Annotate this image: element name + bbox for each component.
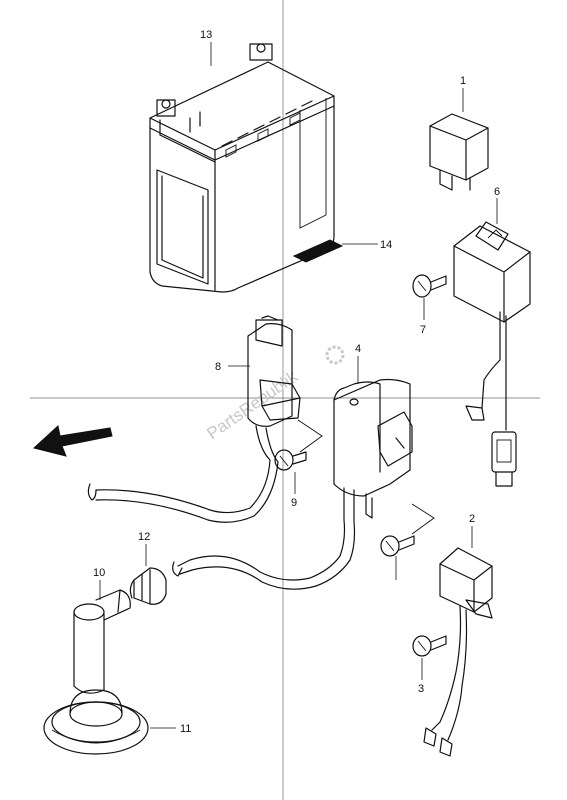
relay — [429, 113, 489, 191]
cdi-unit — [453, 221, 531, 487]
callout-4: 4 — [355, 343, 361, 355]
battery-terminal-pos — [156, 99, 176, 117]
callout-2: 2 — [469, 513, 475, 525]
callout-14: 14 — [380, 239, 392, 251]
noise-suppressor — [129, 567, 167, 605]
screw-9 — [274, 419, 323, 471]
plug-cover — [43, 689, 149, 755]
callout-7: 7 — [420, 324, 426, 336]
callout-1: 1 — [460, 75, 466, 87]
watermark-gear-icon — [325, 345, 345, 365]
battery-terminal-neg — [249, 43, 273, 61]
callout-6: 6 — [494, 186, 500, 198]
callout-11: 11 — [180, 723, 191, 735]
front-direction-arrow-icon — [32, 425, 113, 457]
regulator — [423, 547, 493, 757]
ignition-coil — [172, 378, 413, 590]
screw-3 — [412, 635, 447, 657]
spark-plug-cap — [73, 589, 131, 694]
leader-lines — [99, 42, 498, 729]
screw-coil — [380, 503, 435, 557]
callout-10: 10 — [93, 567, 105, 579]
watermark-text: PartsRepublik — [203, 367, 301, 444]
callout-12: 12 — [138, 531, 150, 543]
battery-pad — [292, 239, 344, 263]
screw-7 — [412, 274, 447, 298]
callout-13: 13 — [200, 29, 212, 41]
callout-3: 3 — [418, 683, 424, 695]
callout-8: 8 — [215, 361, 221, 373]
battery — [149, 43, 335, 293]
starter-relay — [87, 315, 301, 523]
callout-9: 9 — [291, 497, 297, 509]
